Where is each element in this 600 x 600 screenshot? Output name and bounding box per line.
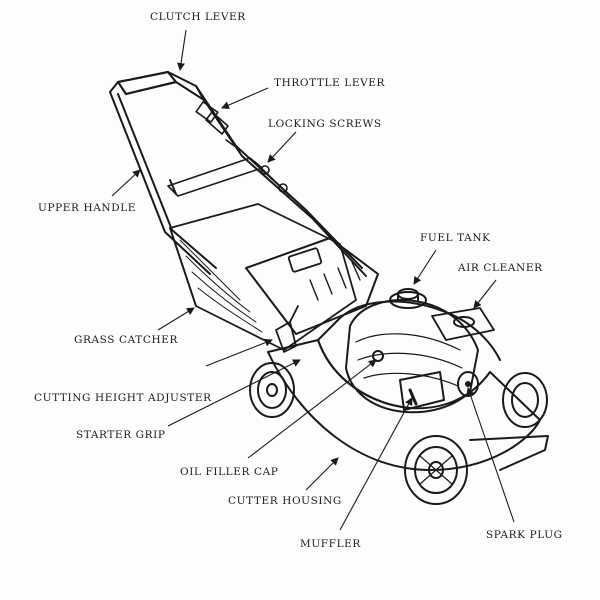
arrow-muffler <box>339 397 413 531</box>
arrow-air-cleaner <box>473 279 497 309</box>
label-grass-catcher: GRASS CATCHER <box>74 334 179 346</box>
arrow-starter-grip <box>167 359 301 427</box>
arrow-cutting-height-adjuster <box>205 338 273 367</box>
arrow-grass-catcher <box>157 307 195 331</box>
label-cutter-housing: CUTTER HOUSING <box>228 495 342 507</box>
arrow-fuel-tank <box>413 249 437 285</box>
label-air-cleaner: AIR CLEANER <box>457 262 543 274</box>
label-starter-grip: STARTER GRIP <box>76 429 166 441</box>
grass-catcher-drawing <box>169 203 379 351</box>
throttle-lever-drawing <box>195 101 241 151</box>
cutter-housing-drawing <box>267 300 541 471</box>
arrow-throttle-lever <box>221 87 269 109</box>
front-wheel-right <box>469 372 549 471</box>
labels: CLUTCH LEVER THROTTLE LEVER LOCKING SCRE… <box>34 11 563 550</box>
front-wheel-left <box>404 435 468 505</box>
label-clutch-lever: CLUTCH LEVER <box>150 11 246 23</box>
label-upper-handle: UPPER HANDLE <box>38 202 136 214</box>
engine-drawing <box>345 288 495 414</box>
arrow-spark-plug <box>466 387 515 523</box>
cutting-height-adjuster-drawing <box>275 305 299 353</box>
arrow-upper-handle <box>111 169 141 197</box>
upper-handle-drawing <box>109 70 367 277</box>
locking-screws-drawing <box>254 161 291 197</box>
leader-lines <box>111 29 515 531</box>
arrow-oil-filler-cap <box>247 359 377 459</box>
label-muffler: MUFFLER <box>300 538 361 550</box>
label-fuel-tank: FUEL TANK <box>420 232 491 244</box>
arrow-clutch-lever <box>177 29 187 71</box>
label-spark-plug: SPARK PLUG <box>486 529 563 541</box>
label-locking-screws: LOCKING SCREWS <box>268 118 382 130</box>
rear-wheel-left <box>249 362 295 418</box>
label-cutting-height-adjuster: CUTTING HEIGHT ADJUSTER <box>34 392 212 404</box>
arrow-locking-screws <box>267 131 297 163</box>
label-oil-filler-cap: OIL FILLER CAP <box>180 466 278 478</box>
label-throttle-lever: THROTTLE LEVER <box>274 77 386 89</box>
arrow-cutter-housing <box>305 457 339 491</box>
